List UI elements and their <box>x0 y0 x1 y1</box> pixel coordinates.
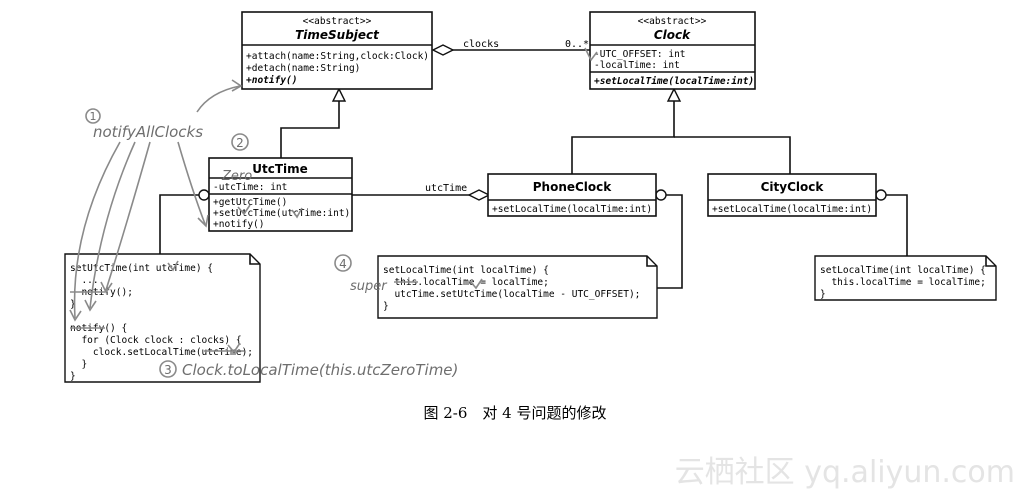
note-line: setUtcTime(int utcTime) { <box>70 263 213 274</box>
annotation-super-text: super <box>350 279 388 294</box>
annotation-arrow <box>105 141 151 291</box>
annotation-caret <box>291 207 303 219</box>
phoneclock-name: PhoneClock <box>533 180 613 194</box>
annotation-number-4: 4 <box>339 257 347 271</box>
annotation-caret <box>584 47 598 62</box>
clock-attribute: -localTime: int <box>594 60 680 71</box>
annotation-number-2-circle <box>231 133 249 151</box>
annotation-to-local-text: Clock.toLocalTime(this.utcZeroTime) <box>182 361 458 379</box>
timesubject-method: +notify() <box>246 75 297 86</box>
note-line: utcTime.setUtcTime(localTime - UTC_OFFSE… <box>383 289 640 300</box>
timesubject-method: +detach(name:String) <box>246 63 360 74</box>
note-line: ... <box>70 275 99 286</box>
annotation-number-4-circle <box>334 254 352 272</box>
utctime-method: +setUtcTime(utcTime:int) <box>213 208 350 219</box>
clock-attribute: -UTC_OFFSET: int <box>594 49 686 60</box>
note-phoneclock: setLocalTime(int localTime) { this.local… <box>377 255 658 319</box>
generalization-arrow-timesubject <box>331 87 347 102</box>
timesubject-name: TimeSubject <box>295 28 380 42</box>
annotation-number-2: 2 <box>236 136 244 150</box>
watermark: 云栖社区 yq.aliyun.com <box>675 455 1015 490</box>
note-line: setLocalTime(int localTime) { <box>820 265 986 276</box>
annotation-arrowhead <box>231 79 243 92</box>
class-phoneclock: PhoneClock +setLocalTime(localTime:int) <box>487 173 657 217</box>
note-cityclock: setLocalTime(int localTime) { this.local… <box>814 255 997 301</box>
timesubject-stereotype: <<abstract>> <box>303 16 372 27</box>
clock-method: +setLocalTime(localTime:int) <box>594 76 754 87</box>
annotation-to-local-time: 3 Clock.toLocalTime(this.utcZeroTime) <box>70 291 458 379</box>
annotation-notify-all-clocks-text: notifyAllClocks <box>93 123 203 141</box>
annotation-arrow <box>73 141 121 319</box>
utctime-method: +getUtcTime() <box>213 197 287 208</box>
utctime-method: +notify() <box>213 219 264 230</box>
aggregation-diamond-timesubject <box>431 44 455 56</box>
note-line: } <box>383 301 389 312</box>
class-utctime: UtcTime -utcTime: int +getUtcTime() +set… <box>208 157 353 232</box>
utc-note-anchor <box>159 194 203 254</box>
class-clock: <<abstract>> Clock -UTC_OFFSET: int -loc… <box>589 11 756 90</box>
aggregation-diamond-phoneclock <box>467 189 491 201</box>
utctime-generalization <box>280 101 340 158</box>
utctime-role-label: utcTime <box>425 183 467 194</box>
annotation-number-3-circle <box>159 360 177 378</box>
figure-caption: 图 2-6 对 4 号问题的修改 <box>423 404 606 422</box>
clocks-multiplicity-label: 0..* <box>565 39 589 50</box>
annotation-zero: 2 Zero <box>167 133 303 272</box>
utc-note-anchor-circle <box>198 189 210 201</box>
cityclock-generalization <box>674 136 791 174</box>
utctime-attribute: -utcTime: int <box>213 182 287 193</box>
class-cityclock: CityClock +setLocalTime(localTime:int) <box>707 173 877 217</box>
phone-note-anchor-circle <box>655 189 667 201</box>
annotation-number-1: 1 <box>90 110 97 123</box>
annotation-caret <box>237 204 251 216</box>
note-line: this.localTime = localTime; <box>383 277 549 288</box>
generalization-arrow-clock <box>666 87 682 102</box>
note-line: } <box>70 299 76 310</box>
annotation-number-3: 3 <box>164 363 172 377</box>
clocks-role-label: clocks <box>463 39 499 50</box>
phoneclock-method: +setLocalTime(localTime:int) <box>492 204 652 215</box>
annotation-number-1-circle <box>85 108 101 124</box>
cityclock-name: CityClock <box>761 180 825 194</box>
annotation-caret <box>469 278 483 290</box>
annotation-arrowhead <box>197 214 209 228</box>
annotation-zero-text: Zero <box>221 169 252 184</box>
annotation-arrow <box>196 85 241 113</box>
clock-name: Clock <box>654 28 691 42</box>
annotation-arrowhead <box>69 309 82 322</box>
note-line: for (Clock clock : clocks) { <box>70 335 242 346</box>
annotation-caret <box>167 260 179 272</box>
cityclock-method: +setLocalTime(localTime:int) <box>712 204 872 215</box>
city-note-anchor-circle <box>875 189 887 201</box>
note-line: setLocalTime(int localTime) { <box>383 265 549 276</box>
annotation-arrowhead <box>100 281 113 294</box>
annotation-arrow <box>177 141 206 225</box>
annotation-super: 4 super <box>334 47 598 294</box>
note-line: } <box>820 289 826 300</box>
note-line: } <box>70 359 87 370</box>
class-timesubject: <<abstract>> TimeSubject +attach(name:St… <box>241 11 433 90</box>
note-line: this.localTime = localTime; <box>820 277 986 288</box>
annotation-notify-all-clocks: 1 notifyAllClocks <box>69 79 243 322</box>
phoneclock-generalization <box>571 101 675 174</box>
note-line: clock.setLocalTime(utcTime); <box>70 347 253 358</box>
city-note-anchor <box>886 194 908 256</box>
annotation-arrow <box>89 141 136 309</box>
phone-note-anchor <box>657 194 683 289</box>
clock-stereotype: <<abstract>> <box>638 16 707 27</box>
annotation-caret <box>227 342 241 354</box>
annotation-arrowhead <box>84 299 97 312</box>
note-line: } <box>70 371 76 382</box>
timesubject-method: +attach(name:String,clock:Clock) <box>246 51 429 62</box>
utctime-name: UtcTime <box>252 162 308 176</box>
